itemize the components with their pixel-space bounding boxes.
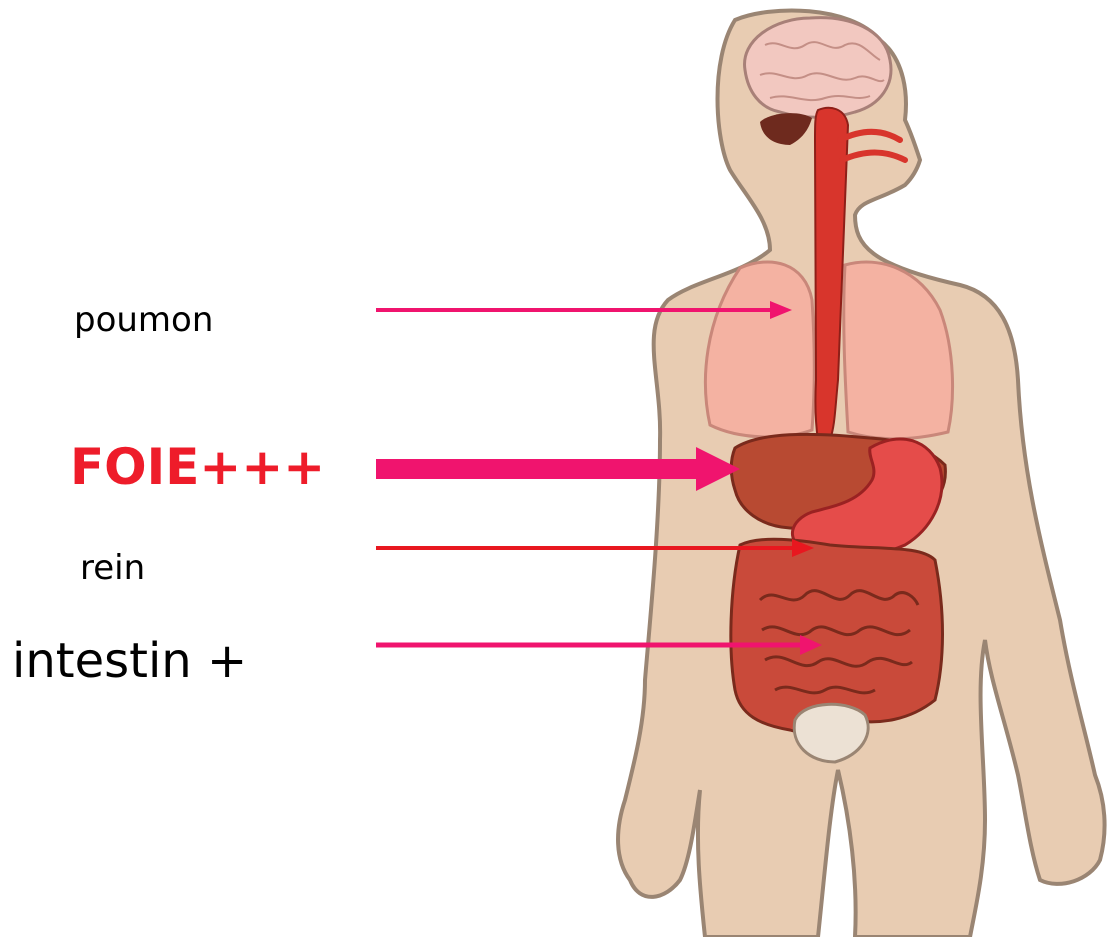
label-rein: rein [80,551,145,585]
label-poumon: poumon [74,303,213,337]
label-foie: FOIE+++ [70,442,325,492]
large-intestine [731,539,943,731]
brain [745,18,891,118]
label-intestin: intestin + [12,637,247,685]
